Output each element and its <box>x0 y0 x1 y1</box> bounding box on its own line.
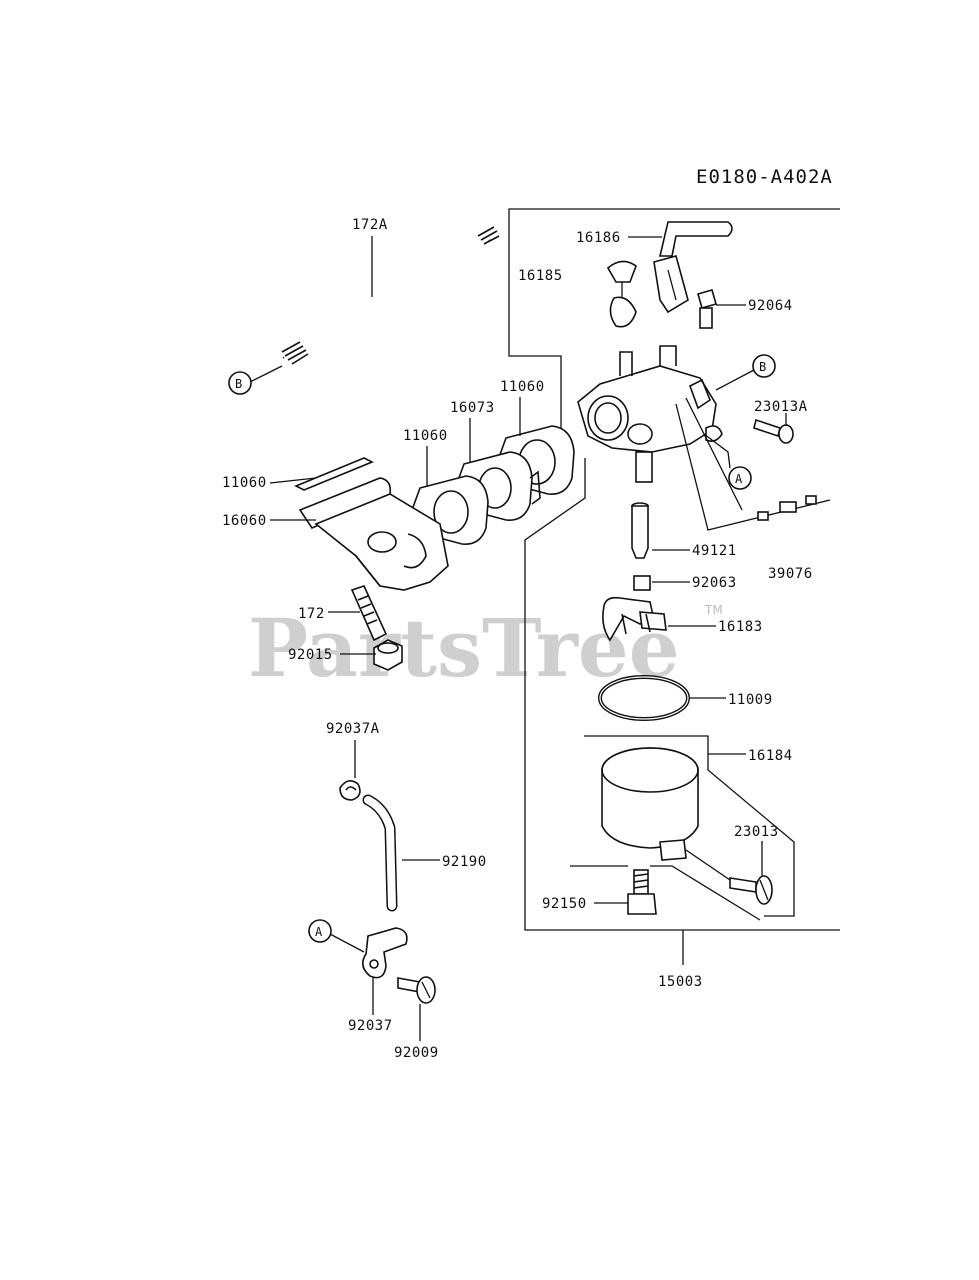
label-172a: 172A <box>352 217 388 233</box>
label-16184: 16184 <box>748 748 793 764</box>
label-39076: 39076 <box>768 566 813 582</box>
part-16060-intake-pipe[interactable] <box>298 477 449 591</box>
label-92150: 92150 <box>542 896 587 912</box>
label-92037: 92037 <box>348 1018 393 1034</box>
label-11060-mid: 11060 <box>403 428 448 444</box>
ref-b-upper-circle <box>228 371 252 395</box>
leader-16184-frame <box>584 735 795 917</box>
part-92015-nut[interactable] <box>373 639 403 671</box>
leader-ref-a-carb <box>703 433 731 469</box>
leader-ref-a-bracket <box>329 933 365 953</box>
label-16186: 16186 <box>576 230 621 246</box>
part-172a-stud[interactable] <box>281 226 500 365</box>
label-92037a: 92037A <box>326 721 380 737</box>
part-92064-jet[interactable] <box>697 289 717 329</box>
label-23013a: 23013A <box>754 399 808 415</box>
part-16185-lever[interactable] <box>606 260 637 328</box>
label-92009: 92009 <box>394 1045 439 1061</box>
label-92064: 92064 <box>748 298 793 314</box>
label-16060: 16060 <box>222 513 267 529</box>
ref-b-lower-circle <box>752 354 776 378</box>
part-92037-clamp-bracket[interactable] <box>362 927 408 979</box>
leader-23013-screw-axis <box>685 849 731 881</box>
part-39076-pilot-screw-kit[interactable] <box>675 397 831 531</box>
part-16186-choke-lever[interactable] <box>653 221 733 314</box>
leader-11060-left <box>269 477 317 484</box>
part-49121-main-nozzle[interactable] <box>631 502 649 559</box>
part-92150-drain-bolt[interactable] <box>570 865 761 921</box>
label-11009: 11009 <box>728 692 773 708</box>
label-92015: 92015 <box>288 647 333 663</box>
label-49121: 49121 <box>692 543 737 559</box>
part-11060-gasket-left[interactable] <box>294 457 374 491</box>
label-16073: 16073 <box>450 400 495 416</box>
label-92190: 92190 <box>442 854 487 870</box>
ref-b-lower-letter: B <box>759 360 766 374</box>
label-11060-left: 11060 <box>222 475 267 491</box>
diagram-code: E0180-A402A <box>696 166 833 188</box>
part-11009-o-ring[interactable] <box>598 675 690 721</box>
label-172: 172 <box>298 606 325 622</box>
label-23013: 23013 <box>734 824 779 840</box>
part-172-stud[interactable] <box>350 585 388 642</box>
label-16185: 16185 <box>518 268 563 284</box>
part-23013-screw[interactable] <box>729 875 773 905</box>
ref-a-carb-circle <box>728 466 752 490</box>
watermark-trademark: TM <box>704 603 723 617</box>
label-92063: 92063 <box>692 575 737 591</box>
part-carburetor-body[interactable] <box>577 345 723 483</box>
label-16183: 16183 <box>718 619 763 635</box>
part-92009-screw[interactable] <box>397 976 436 1004</box>
part-92190-fuel-hose[interactable] <box>362 794 398 912</box>
ref-a-bracket-letter: A <box>315 925 323 939</box>
label-11060-top: 11060 <box>500 379 545 395</box>
leader-ref-b-upper <box>249 365 283 383</box>
ref-a-bracket-circle <box>308 919 332 943</box>
ref-a-carb-letter: A <box>735 472 743 486</box>
carburetor-assembly-frame <box>508 208 840 965</box>
part-92063-main-jet[interactable] <box>633 575 651 591</box>
ref-b-upper-letter: B <box>235 377 242 391</box>
part-92037a-clamp[interactable] <box>339 780 361 801</box>
leader-ref-b-lower <box>715 369 755 391</box>
part-16183-float[interactable] <box>602 596 667 642</box>
part-23013a-screw[interactable] <box>753 418 794 444</box>
label-15003: 15003 <box>658 974 703 990</box>
part-16184-float-bowl[interactable] <box>601 747 699 861</box>
